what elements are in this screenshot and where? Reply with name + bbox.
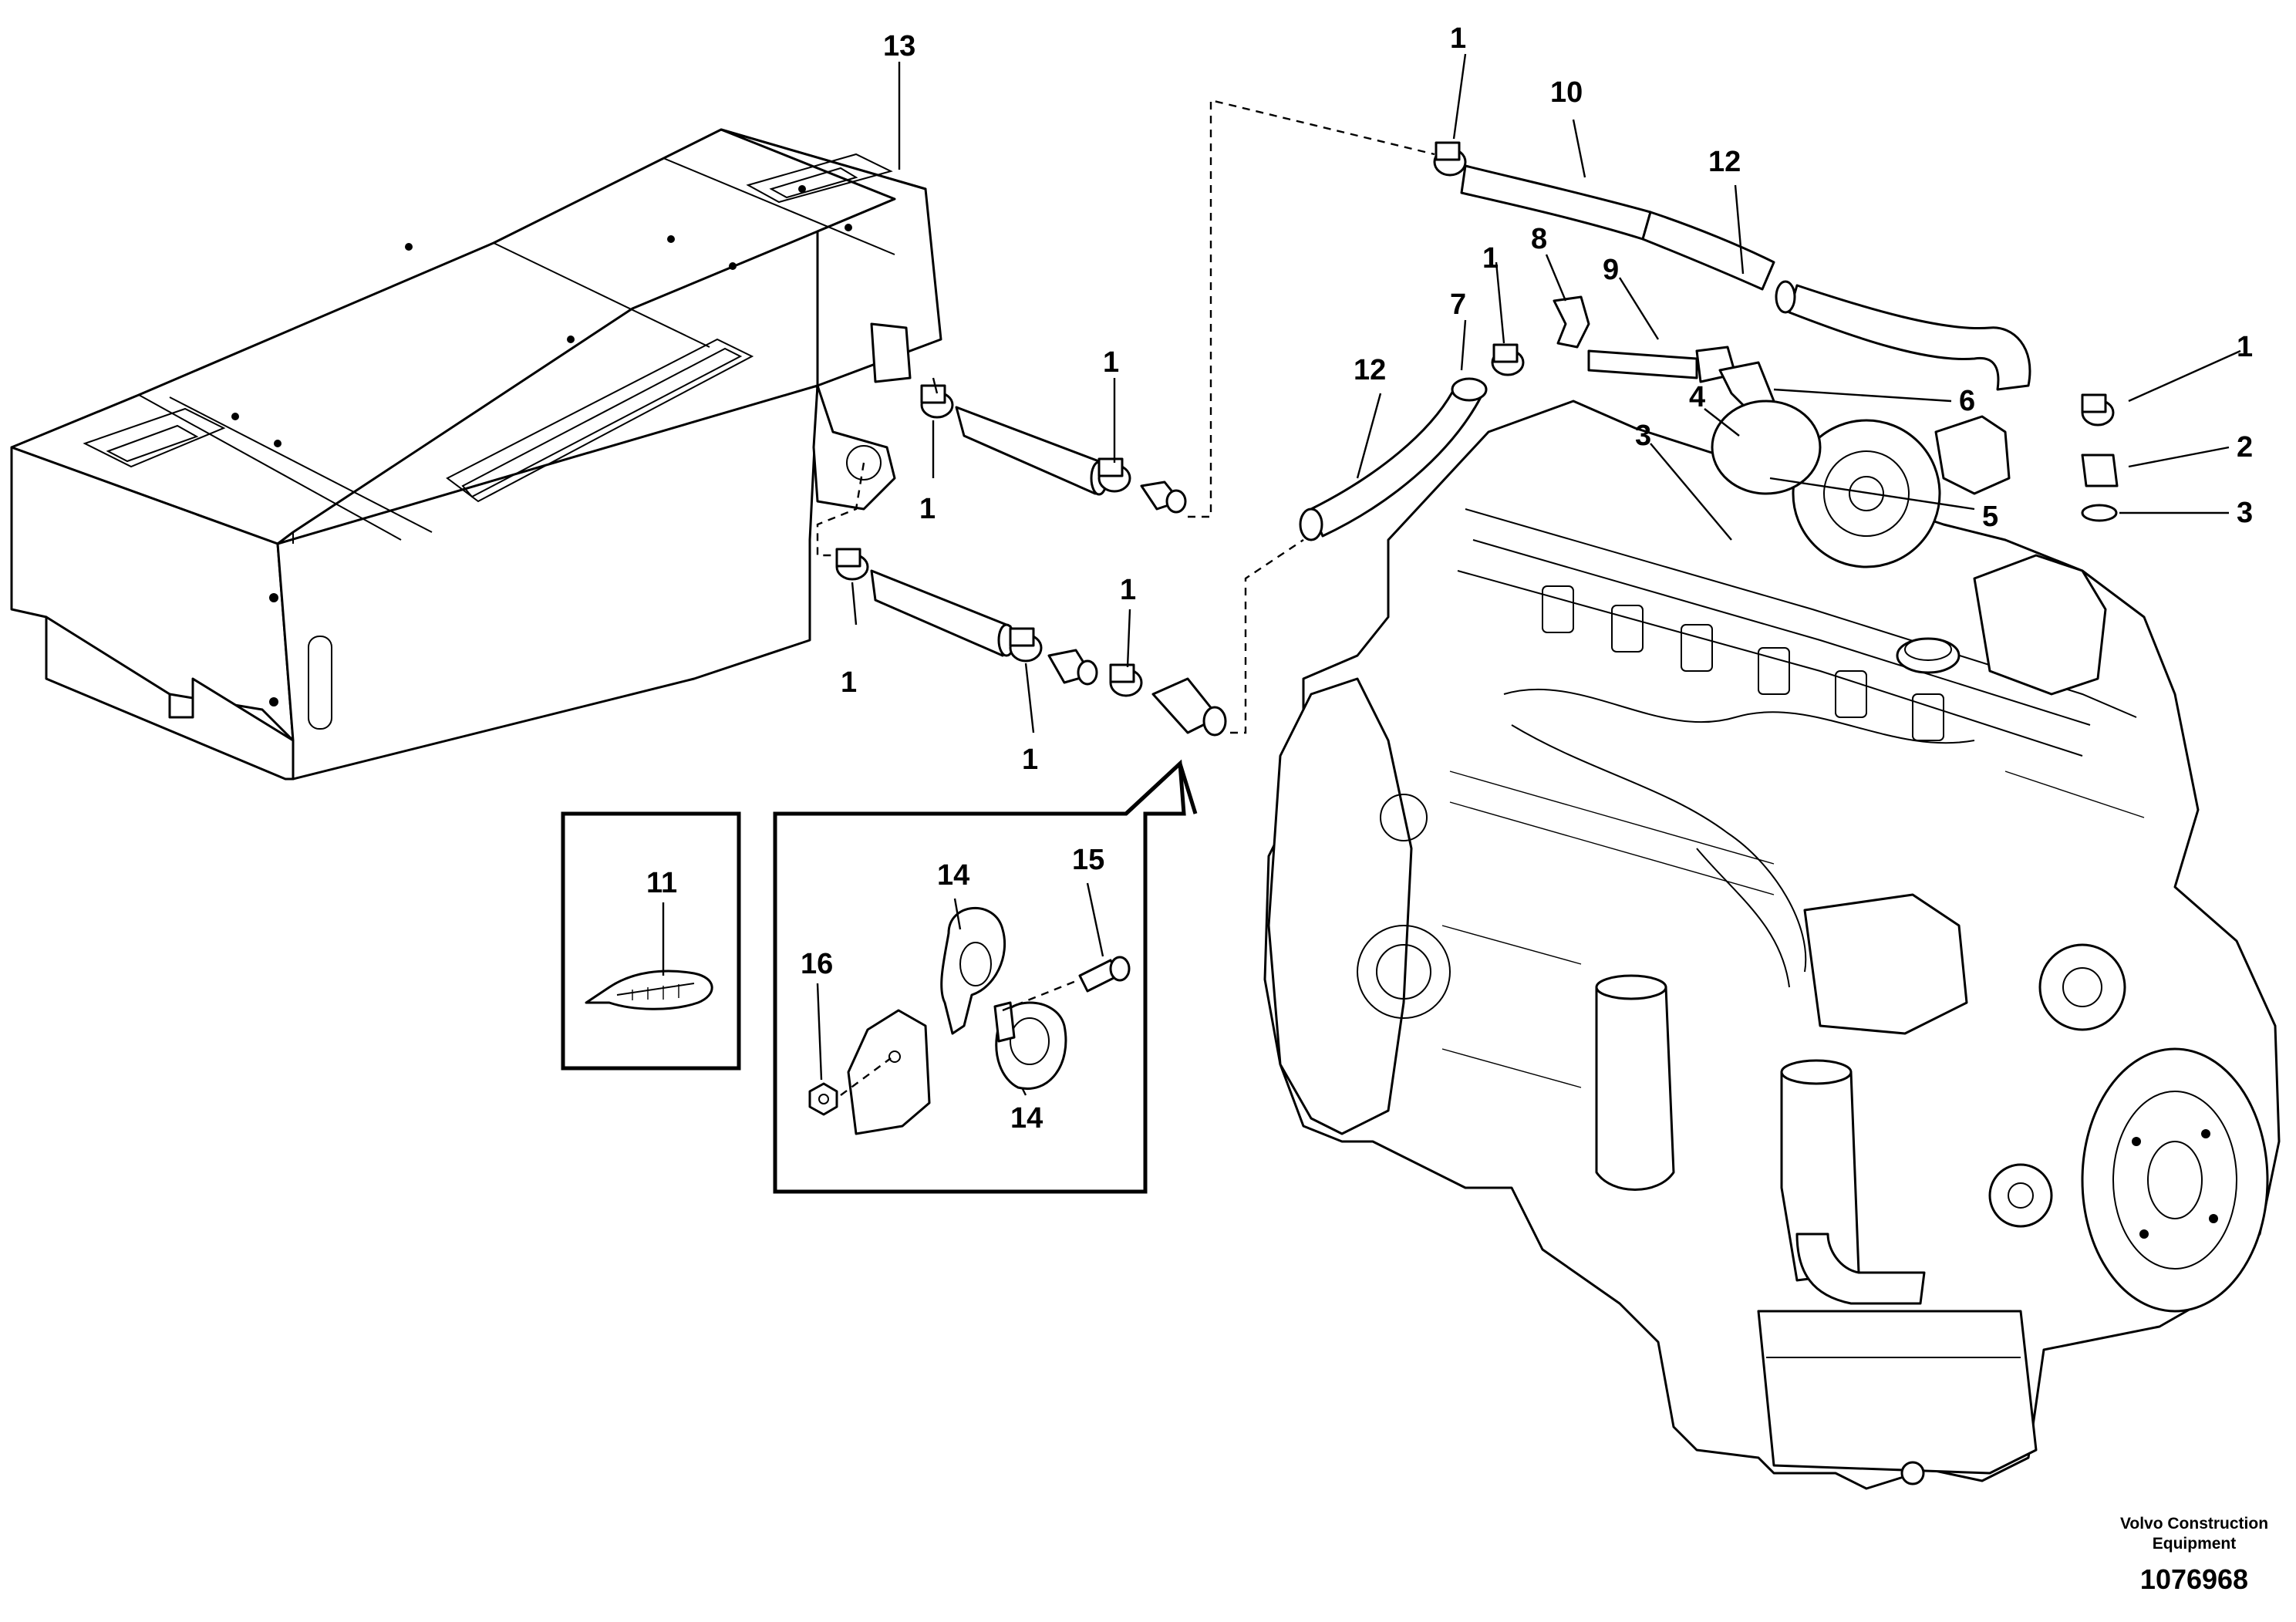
callout-7: 7 — [1450, 288, 1466, 321]
callout-14-top: 14 — [937, 859, 969, 892]
brand-line-1: Volvo Construction — [2120, 1515, 2268, 1533]
callout-1-right: 1 — [2237, 331, 2253, 363]
mounting-bracket — [847, 1009, 931, 1135]
lower-coolant-hose-set — [816, 462, 1304, 737]
injector-row — [1542, 585, 1944, 741]
callout-10: 10 — [1550, 76, 1583, 109]
callout-6: 6 — [1959, 385, 1975, 417]
hose-clamp — [1491, 343, 1525, 376]
nut — [808, 1082, 838, 1116]
callout-1-lower-c: 1 — [1022, 744, 1038, 776]
inset-clip-assembly — [773, 759, 1198, 1194]
callout-1-mid: 1 — [1482, 242, 1499, 275]
leader-lines — [662, 53, 2241, 1096]
callout-1-lower-a: 1 — [1120, 574, 1136, 606]
flywheel — [2081, 1047, 2269, 1313]
heater-unit — [10, 128, 942, 781]
p-clamp-lower — [993, 1001, 1067, 1090]
callout-13: 13 — [883, 30, 915, 62]
hose-clamp — [1009, 627, 1043, 663]
cable-tie-part — [585, 969, 713, 1010]
hose-clamp — [1109, 663, 1143, 697]
callout-16: 16 — [801, 948, 833, 980]
callout-8: 8 — [1531, 223, 1547, 255]
document-number: 1076968 — [2140, 1563, 2248, 1595]
upper-coolant-hose-set — [920, 99, 1435, 518]
callout-12-left: 12 — [1354, 354, 1386, 386]
hose-clamp — [1097, 457, 1131, 493]
hose-clamp — [920, 384, 954, 419]
callout-1-hose-a: 1 — [1103, 346, 1119, 379]
bolt — [1078, 956, 1131, 993]
callout-14-bottom: 14 — [1010, 1102, 1043, 1135]
callout-12-top: 12 — [1708, 146, 1741, 178]
callout-1-lower-b: 1 — [841, 666, 857, 699]
brand-line-2: Equipment — [2153, 1535, 2237, 1553]
callout-11: 11 — [646, 867, 677, 899]
callout-1-top: 1 — [1450, 22, 1466, 55]
callout-2: 2 — [2237, 431, 2253, 464]
callout-5: 5 — [1982, 501, 1998, 533]
callout-1-hose-b: 1 — [919, 493, 936, 525]
callout-3-left: 3 — [1635, 420, 1651, 452]
inset-cable-tie — [561, 811, 741, 1071]
p-clamp-upper — [940, 907, 1006, 1035]
callout-4: 4 — [1689, 381, 1705, 413]
callout-labels: 13 1 10 12 8 1 9 7 12 1 1 2 6 4 3 3 5 1 … — [646, 22, 2253, 1135]
hose-clamp — [835, 548, 869, 581]
callout-9: 9 — [1603, 254, 1619, 286]
hose-clamp — [1433, 141, 1467, 177]
drawing-footer: Volvo Construction Equipment 1076968 — [2120, 1515, 2268, 1595]
engine-block — [1263, 400, 2281, 1490]
callout-3-right: 3 — [2237, 497, 2253, 529]
oil-filter — [1595, 974, 1675, 1191]
callout-15: 15 — [1072, 844, 1104, 876]
hose-clamp — [2081, 393, 2115, 427]
